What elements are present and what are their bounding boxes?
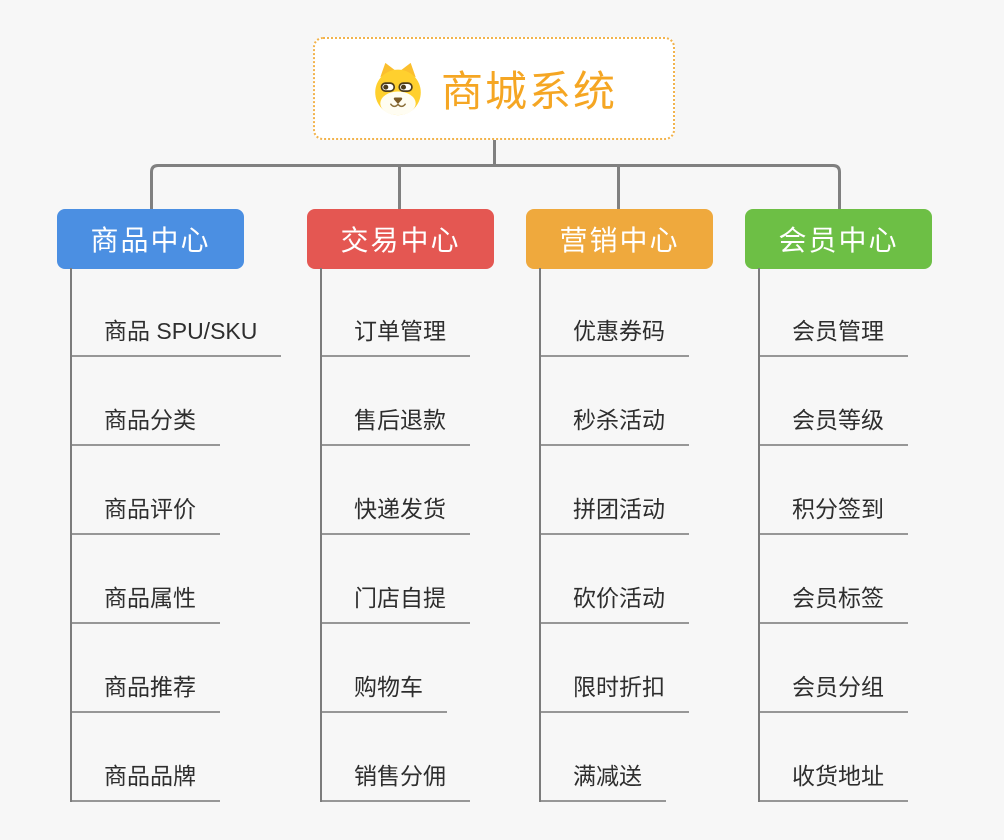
leaf-row: 快递发货: [322, 446, 552, 535]
leaf-row: 砍价活动: [541, 535, 771, 624]
leaf-row: 商品评价: [72, 446, 302, 535]
leaf-topic[interactable]: 拼团活动: [541, 495, 689, 535]
leaf-row: 积分签到: [760, 446, 990, 535]
leaf-row: 售后退款: [322, 357, 552, 446]
leaf-topic[interactable]: 收货地址: [760, 762, 908, 802]
branch-column-marketing: 优惠券码 秒杀活动 拼团活动 砍价活动 限时折扣 满减送: [539, 268, 771, 802]
leaf-row: 商品分类: [72, 357, 302, 446]
leaf-topic[interactable]: 商品属性: [72, 584, 220, 624]
leaf-row: 优惠券码: [541, 268, 771, 357]
leaf-topic[interactable]: 会员等级: [760, 406, 908, 446]
leaf-topic[interactable]: 会员管理: [760, 317, 908, 357]
leaf-topic[interactable]: 商品分类: [72, 406, 220, 446]
leaf-row: 会员等级: [760, 357, 990, 446]
leaf-row: 商品属性: [72, 535, 302, 624]
leaf-topic[interactable]: 会员标签: [760, 584, 908, 624]
leaf-row: 订单管理: [322, 268, 552, 357]
branch-node-marketing-center[interactable]: 营销中心: [526, 209, 713, 269]
leaf-topic[interactable]: 商品 SPU/SKU: [72, 317, 282, 357]
leaf-topic[interactable]: 购物车: [322, 673, 447, 713]
leaf-topic[interactable]: 满减送: [541, 762, 666, 802]
leaf-topic[interactable]: 销售分佣: [322, 762, 470, 802]
leaf-row: 商品推荐: [72, 624, 302, 713]
leaf-row: 会员管理: [760, 268, 990, 357]
leaf-row: 拼团活动: [541, 446, 771, 535]
leaf-topic[interactable]: 优惠券码: [541, 317, 689, 357]
branch-label: 营销中心: [559, 225, 680, 256]
leaf-row: 秒杀活动: [541, 357, 771, 446]
leaf-row: 门店自提: [322, 535, 552, 624]
leaf-topic[interactable]: 订单管理: [322, 317, 470, 357]
leaf-topic[interactable]: 秒杀活动: [541, 406, 689, 446]
branch-node-trade-center[interactable]: 交易中心: [307, 209, 494, 269]
branch-node-product-center[interactable]: 商品中心: [57, 209, 244, 269]
leaf-topic[interactable]: 商品品牌: [72, 762, 220, 802]
leaf-topic[interactable]: 商品推荐: [72, 673, 220, 713]
branch-label: 交易中心: [340, 225, 461, 256]
leaf-row: 限时折扣: [541, 624, 771, 713]
leaf-topic[interactable]: 限时折扣: [541, 673, 689, 713]
leaf-topic[interactable]: 砍价活动: [541, 584, 689, 624]
branch-column-trade: 订单管理 售后退款 快递发货 门店自提 购物车 销售分佣: [320, 268, 552, 802]
leaf-topic[interactable]: 商品评价: [72, 495, 220, 535]
leaf-topic[interactable]: 积分签到: [760, 495, 908, 535]
leaf-topic[interactable]: 会员分组: [760, 673, 908, 713]
leaf-row: 收货地址: [760, 713, 990, 802]
leaf-row: 会员分组: [760, 624, 990, 713]
leaf-row: 商品 SPU/SKU: [72, 268, 302, 357]
leaf-row: 会员标签: [760, 535, 990, 624]
root-title: 商城系统: [440, 68, 617, 115]
branch-column-member: 会员管理 会员等级 积分签到 会员标签 会员分组 收货地址: [758, 268, 990, 802]
branch-node-member-center[interactable]: 会员中心: [745, 209, 932, 269]
branch-label: 会员中心: [778, 225, 899, 256]
leaf-topic[interactable]: 售后退款: [322, 406, 470, 446]
branch-label: 商品中心: [90, 225, 211, 256]
root-node[interactable]: 商城系统: [313, 37, 675, 140]
leaf-topic[interactable]: 快递发货: [322, 495, 470, 535]
leaf-row: 销售分佣: [322, 713, 552, 802]
dog-face-icon: [375, 62, 421, 115]
branch-column-product: 商品 SPU/SKU 商品分类 商品评价 商品属性 商品推荐 商品品牌: [70, 268, 302, 802]
leaf-row: 满减送: [541, 713, 771, 802]
leaf-topic[interactable]: 门店自提: [322, 584, 470, 624]
leaf-row: 商品品牌: [72, 713, 302, 802]
leaf-row: 购物车: [322, 624, 552, 713]
